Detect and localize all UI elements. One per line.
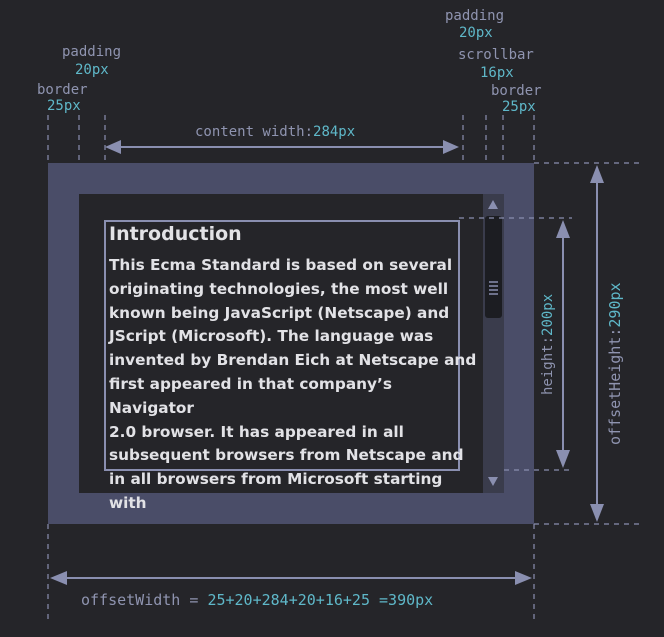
content-line: known being JavaScript (Netscape) and bbox=[109, 303, 450, 322]
content-box bbox=[104, 220, 460, 471]
height-name: height: bbox=[540, 336, 556, 395]
scrollbar-thumb[interactable] bbox=[485, 216, 502, 318]
border-left-value: 25px bbox=[47, 98, 81, 114]
content-title: Introduction bbox=[109, 223, 242, 245]
scrollable-content: Introduction This Ecma Standard is based… bbox=[109, 222, 481, 516]
content-line: first appeared in that company’s Navigat… bbox=[109, 374, 392, 417]
border-left-label: border bbox=[37, 82, 88, 98]
content-line: invented by Brendan Eich at Netscape and bbox=[109, 351, 477, 370]
padding-left-label: padding bbox=[62, 44, 121, 60]
content-line: in all browsers from Microsoft starting bbox=[109, 470, 443, 489]
content-width-arrow bbox=[105, 140, 459, 154]
scrollbar-value: 16px bbox=[480, 65, 514, 81]
padding-right-value: 20px bbox=[459, 25, 493, 41]
height-arrow bbox=[556, 220, 570, 468]
padding-right-label: padding bbox=[445, 8, 504, 24]
offset-width-label: offsetWidth = 25+20+284+20+16+25 =390px bbox=[81, 591, 433, 609]
content-body: This Ecma Standard is based on several o… bbox=[109, 254, 481, 516]
offset-height-name: offsetHeight: bbox=[606, 328, 624, 445]
scroll-up-arrow-icon[interactable] bbox=[488, 200, 498, 209]
content-line: subsequent browsers from Netscape and bbox=[109, 446, 464, 465]
offset-width-value: 25+20+284+20+16+25 =390px bbox=[207, 591, 433, 609]
content-width-label: content width:284px bbox=[195, 124, 355, 140]
border-right-value: 25px bbox=[502, 99, 536, 115]
offset-height-label: offsetHeight:290px bbox=[606, 282, 624, 445]
scrollbar-label: scrollbar bbox=[458, 47, 534, 63]
content-line: with bbox=[109, 493, 147, 512]
padding-left-value: 20px bbox=[75, 62, 109, 78]
content-line: JScript (Microsoft). The language was bbox=[109, 327, 434, 346]
offset-width-name: offsetWidth = bbox=[81, 591, 207, 609]
offset-height-arrow bbox=[590, 165, 604, 522]
height-value: 200px bbox=[540, 294, 556, 336]
offset-width-arrow bbox=[50, 571, 532, 585]
padding-box bbox=[79, 194, 504, 493]
content-line: This Ecma Standard is based on several bbox=[109, 256, 453, 274]
scroll-down-arrow-icon[interactable] bbox=[488, 477, 498, 486]
border-right-label: border bbox=[491, 83, 542, 99]
offset-height-value: 290px bbox=[606, 282, 624, 327]
content-width-value: 284px bbox=[313, 124, 355, 140]
content-line: 2.0 browser. It has appeared in all bbox=[109, 422, 404, 441]
scrollbar[interactable] bbox=[483, 194, 504, 493]
height-label: height:200px bbox=[540, 294, 556, 395]
content-line: originating technologies, the most well bbox=[109, 279, 449, 298]
content-width-name: content width: bbox=[195, 124, 313, 140]
